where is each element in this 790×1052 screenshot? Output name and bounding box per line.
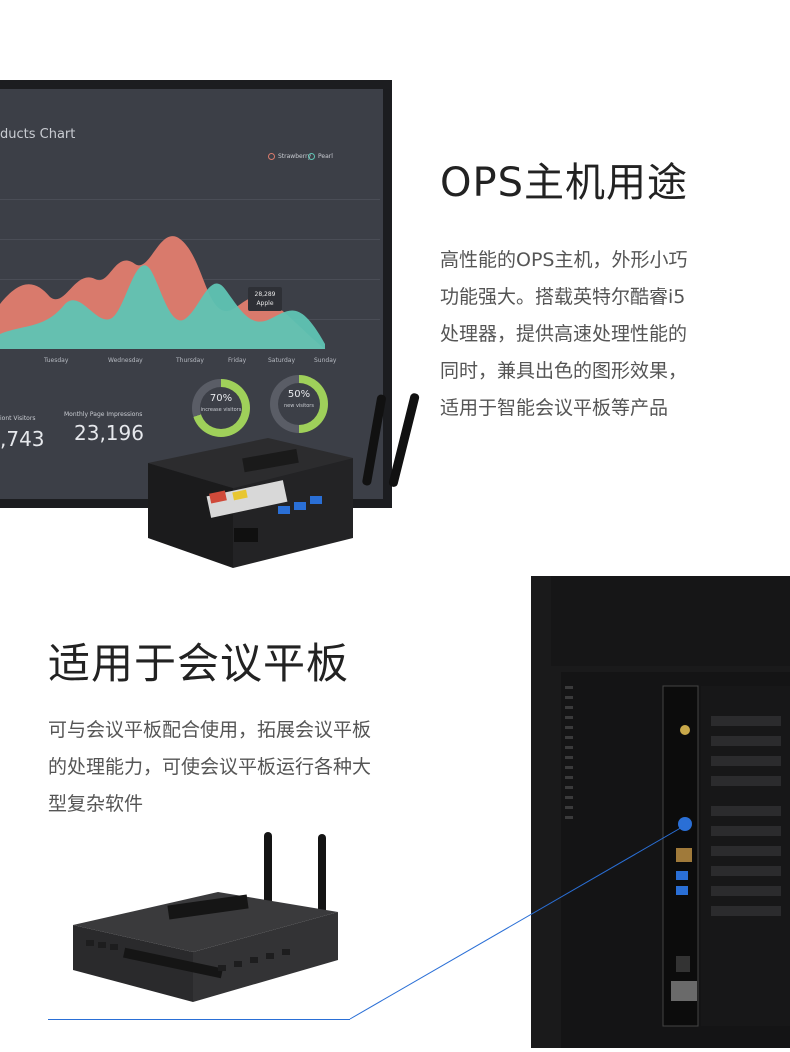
stat-label: iont Visitors xyxy=(0,415,36,422)
x-tick: Tuesday xyxy=(44,357,69,364)
chart-tooltip: 28,289 Apple xyxy=(248,287,282,311)
chart-title: ducts Chart xyxy=(0,127,76,142)
stat-label: Monthly Page Impressions xyxy=(64,411,143,418)
callout-divider xyxy=(48,1019,350,1020)
area-chart xyxy=(0,236,325,349)
x-tick: Saturday xyxy=(268,357,296,364)
gridline xyxy=(0,199,380,200)
legend-dot-icon xyxy=(308,153,315,160)
x-tick: Wednesday xyxy=(108,357,143,364)
ops-pc-image-2 xyxy=(73,832,338,1002)
gridline xyxy=(0,239,380,240)
legend-dot-icon xyxy=(268,153,275,160)
x-tick: Thursday xyxy=(176,357,204,364)
panel-back-image xyxy=(531,576,790,1048)
x-tick: Sunday xyxy=(314,357,337,364)
donut-chart: 50% new visitors xyxy=(270,375,328,433)
section2-description: 可与会议平板配合使用，拓展会议平板 的处理能力，可使会议平板运行各种大 型复杂软… xyxy=(48,719,372,815)
legend-item-strawberry: Strawberry xyxy=(268,153,311,160)
section2-heading: 适用于会议平板 xyxy=(48,639,350,688)
section1-heading: OPS主机用途 xyxy=(440,160,688,206)
display-screen: ducts Chart Strawberry Pearl 28,289 Appl… xyxy=(0,80,392,508)
stat-value: ,743 xyxy=(0,427,45,451)
x-tick: Friday xyxy=(228,357,247,364)
stat-value: 23,196 xyxy=(74,421,144,445)
ops-pc-image xyxy=(148,393,420,568)
donut-chart: 70% increase visitors xyxy=(192,379,250,437)
section1-description: 高性能的OPS主机，外形小巧 功能强大。搭载英特尔酷睿i5 处理器，提供高速处理… xyxy=(440,249,688,419)
legend-item-pearl: Pearl xyxy=(308,153,333,160)
